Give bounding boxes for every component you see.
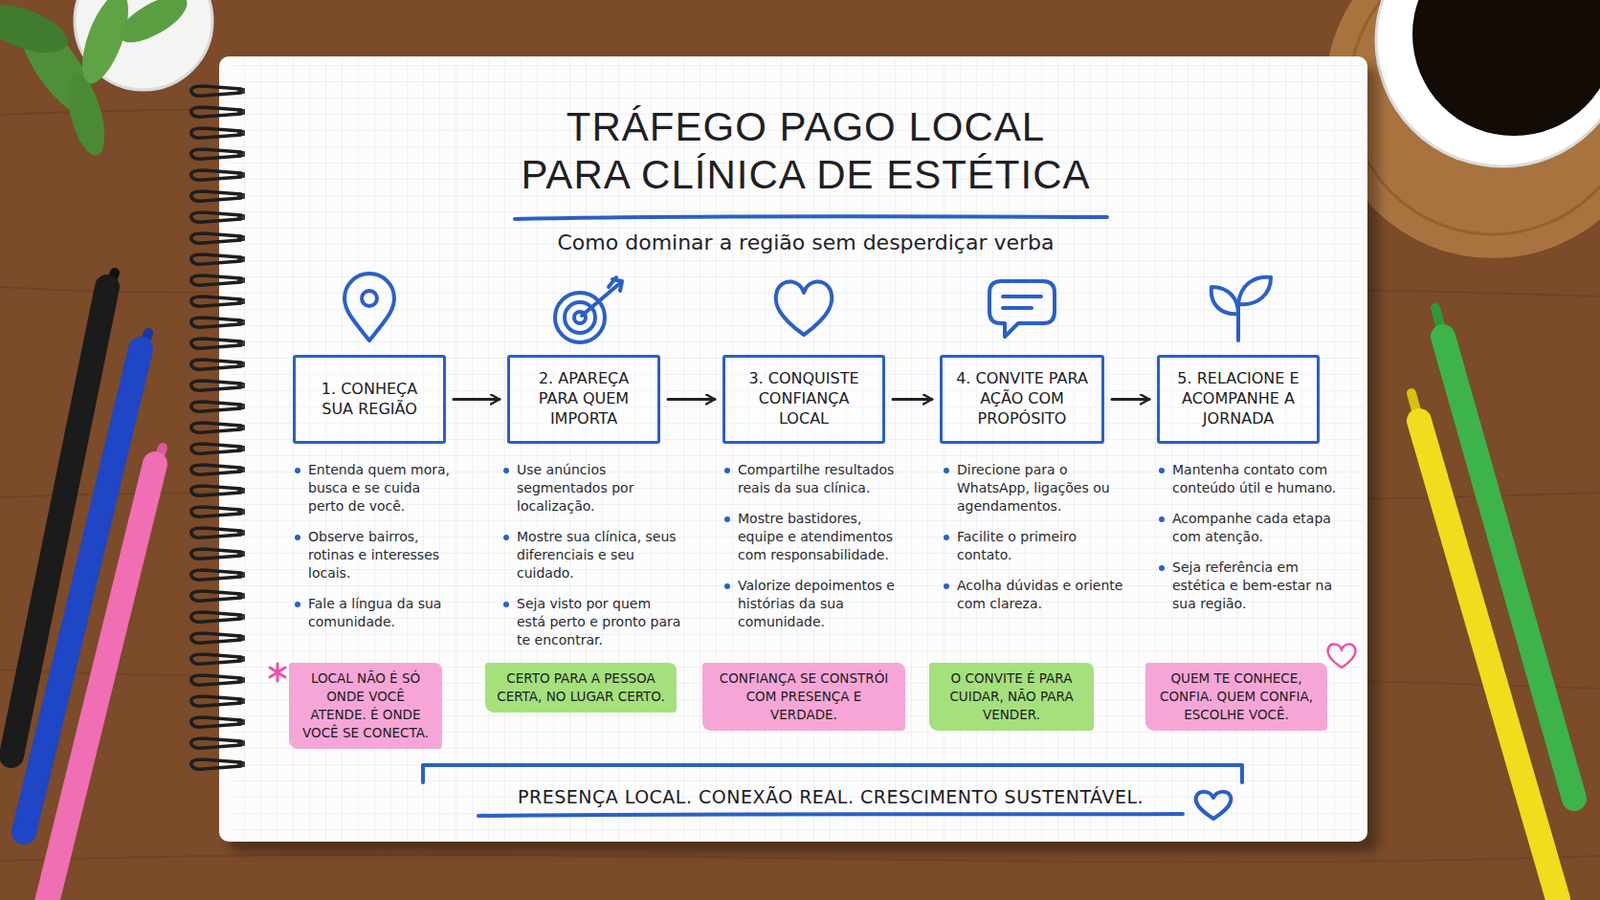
footer-bracket	[422, 765, 1243, 820]
bullet-text: Compartilhe resultados reais da sua clín…	[722, 461, 907, 498]
pin-icon	[344, 273, 395, 341]
node-text: QUEM TE CONHECE, CONFIA. QUEM CONFIA, ES…	[1155, 669, 1318, 725]
step-box: 3. CONQUISTE CONFIANÇA LOCAL	[722, 355, 886, 445]
bullet-text: Observe bairros, rotinas e interesses lo…	[292, 528, 458, 583]
flow-arrow	[892, 398, 933, 401]
node-text-block: CERTO PARA A PESSOA CERTA, NO LUGAR CERT…	[494, 669, 667, 707]
node-text: 5. RELACIONE E ACOMPANHE A JORNADA	[1169, 369, 1308, 429]
title-underline	[514, 216, 1108, 220]
bullet-text: Seja referência em estética e bem-estar …	[1156, 558, 1339, 614]
node-text-block: QUEM TE CONHECE, CONFIA. QUEM CONFIA, ES…	[1155, 669, 1318, 725]
node-text-block: O CONVITE É PARA CUIDAR, NÃO PARA VENDER…	[938, 669, 1085, 725]
node-text: CONFIANÇA SE CONSTRÓI COM PRESENÇA E VER…	[711, 669, 896, 725]
bullet-text: Acolha dúvidas e oriente com clareza.	[941, 577, 1124, 614]
bullet-text: Use anúncios segmentados por localização…	[501, 461, 684, 516]
node-text: CERTO PARA A PESSOA CERTA, NO LUGAR CERT…	[494, 669, 667, 707]
bullet-text: Entenda quem mora, busca e se cuida pert…	[292, 461, 458, 516]
bullet-text: Acompanhe cada etapa com atenção.	[1156, 510, 1339, 547]
bullet-text: Fale a língua da sua comunidade.	[292, 595, 458, 632]
spiral-binding	[181, 80, 259, 776]
node-text: LOCAL NÃO É SÓ ONDE VOCÊ ATENDE. É ONDE …	[298, 669, 433, 743]
flow-arrow	[453, 398, 500, 401]
highlight-note: CERTO PARA A PESSOA CERTA, NO LUGAR CERT…	[485, 663, 677, 713]
highlight-note: LOCAL NÃO É SÓ ONDE VOCÊ ATENDE. É ONDE …	[288, 663, 443, 750]
highlight-note: QUEM TE CONHECE, CONFIA. QUEM CONFIA, ES…	[1145, 663, 1328, 732]
node-text-block: 5. RELACIONE E ACOMPANHE A JORNADA	[1169, 369, 1308, 429]
bullet-text: Seja visto por quem está perto e pronto …	[501, 595, 684, 650]
asterisk-mark	[269, 664, 286, 682]
node-text-block: 1. CONHEÇA SUA REGIÃO	[305, 379, 434, 421]
footer-slogan: PRESENÇA LOCAL. CONEXÃO REAL. CRESCIMENT…	[517, 786, 1144, 810]
step-box: 5. RELACIONE E ACOMPANHE A JORNADA	[1156, 355, 1320, 445]
node-text: 4. CONVITE PARA AÇÃO COM PROPÓSITO	[952, 369, 1092, 429]
highlight-note: O CONVITE É PARA CUIDAR, NÃO PARA VENDER…	[929, 663, 1094, 732]
bullet-text: Mantenha contato com conteúdo útil e hum…	[1156, 461, 1339, 498]
potted-plant	[0, 0, 213, 160]
step-box: 1. CONHEÇA SUA REGIÃO	[292, 355, 446, 445]
node-text-block: 2. APAREÇA PARA QUEM IMPORTA	[519, 369, 648, 429]
left-pens	[11, 272, 163, 900]
node-text: 2. APAREÇA PARA QUEM IMPORTA	[519, 369, 648, 429]
sprout-icon	[1211, 277, 1271, 341]
title-text: TRÁFEGO PAGO LOCAL PARA CLÍNICA DE ESTÉT…	[422, 103, 1189, 200]
node-text-block: 3. CONQUISTE CONFIANÇA LOCAL	[734, 369, 873, 429]
bullet-text: Mostre sua clínica, seus diferenciais e …	[501, 528, 684, 583]
chat-icon	[989, 281, 1055, 337]
node-text-block: 4. CONVITE PARA AÇÃO COM PROPÓSITO	[952, 369, 1092, 429]
highlight-note: CONFIANÇA SE CONSTRÓI COM PRESENÇA E VER…	[702, 663, 906, 732]
node-text: 3. CONQUISTE CONFIANÇA LOCAL	[734, 369, 873, 429]
small-heart	[1328, 644, 1356, 668]
bullet-text: Facilite o primeiro contato.	[941, 528, 1124, 565]
step-box: 4. CONVITE PARA AÇÃO COM PROPÓSITO	[939, 355, 1105, 445]
subtitle: Como dominar a região sem desperdiçar ve…	[461, 229, 1151, 258]
flow-arrow	[667, 398, 715, 401]
right-pens	[1411, 308, 1575, 900]
bullet-text: Direcione para o WhatsApp, ligações ou a…	[941, 461, 1124, 516]
notebook-page	[219, 56, 1368, 843]
node-text-block: CONFIANÇA SE CONSTRÓI COM PRESENÇA E VER…	[711, 669, 896, 725]
bullet-text: Valorize depoimentos e histórias da sua …	[722, 577, 907, 632]
bullet-text: Mostre bastidores, equipe e atendimentos…	[722, 510, 907, 565]
step-box: 2. APAREÇA PARA QUEM IMPORTA	[507, 355, 661, 445]
flow-arrow	[1111, 398, 1150, 401]
node-text: 1. CONHEÇA SUA REGIÃO	[305, 379, 434, 421]
node-text-block: LOCAL NÃO É SÓ ONDE VOCÊ ATENDE. É ONDE …	[298, 669, 433, 743]
heart-icon	[776, 281, 833, 335]
target-icon	[555, 277, 623, 343]
node-text: O CONVITE É PARA CUIDAR, NÃO PARA VENDER…	[938, 669, 1085, 725]
